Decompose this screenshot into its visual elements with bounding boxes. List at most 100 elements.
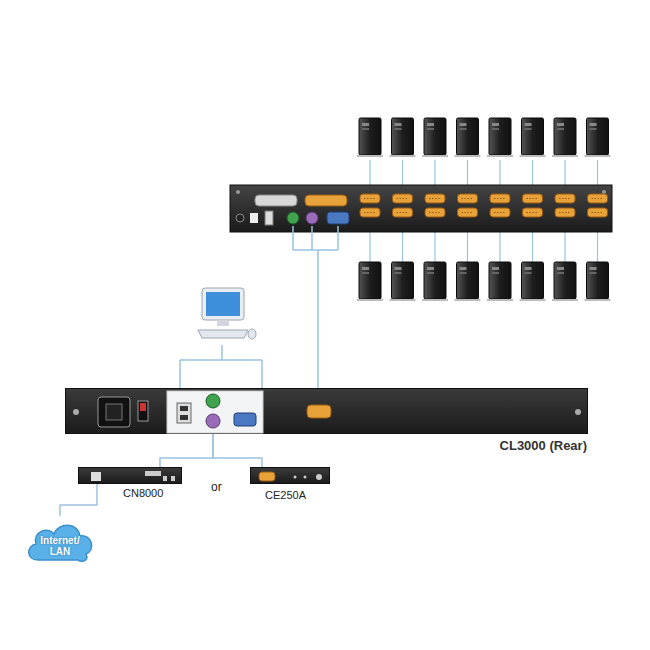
pc-base [455,155,481,157]
pc-tower [554,118,576,155]
pc-base [390,155,416,157]
device-label: CN8000 [123,487,163,499]
pc-base [357,299,383,301]
drive-bay [362,267,369,270]
pc-cable [564,232,565,262]
db-port [425,194,445,203]
drive-bay [460,267,467,270]
node-detail [251,468,331,485]
cloud-shape [29,525,92,561]
device: CE250A [250,467,330,484]
pc-tower [392,262,414,299]
port-pins [494,198,506,199]
led [304,476,307,479]
port-pins [462,198,474,199]
pc-cable [597,232,598,262]
led [294,476,297,479]
db25-port [255,195,297,206]
console-area [167,391,263,433]
screw [73,409,79,415]
drive-bay [362,272,369,274]
db-port [425,208,445,217]
drive-bay [590,123,597,126]
pc-base [487,155,513,157]
port [171,476,175,481]
usb-port [177,403,191,423]
vga-port [327,212,349,224]
pc-tower [522,118,544,155]
drive-bay [362,128,369,130]
drive-bay [395,128,402,130]
mouse [248,329,256,339]
vga-port [234,413,256,426]
screw [575,409,581,415]
db-port [555,194,575,203]
ps2-port [206,394,220,408]
pc-base [455,299,481,301]
pc-cable [467,232,468,262]
db-port [588,194,608,203]
port-pins [462,212,474,213]
pc-base [357,155,383,157]
db-port [490,194,510,203]
drive-bay [492,128,499,130]
port-pins [364,212,376,213]
pc-base [552,155,578,157]
pc-base [390,299,416,301]
console-cable [180,345,262,388]
port-pins [429,198,441,199]
connector [213,434,262,467]
port-pins [559,212,571,213]
monitor [202,288,244,320]
drive-bay [427,123,434,126]
usb-slot [180,406,188,411]
monitor-icon [198,288,256,339]
drive-bay [557,267,564,270]
pc-tower [587,262,609,299]
connector [60,484,97,516]
drive-bay [395,272,402,274]
cloud: Internet/ LAN [24,516,96,564]
pc-cable [434,232,435,262]
pc-base [422,155,448,157]
power-jack [236,214,244,222]
port [163,476,167,481]
panel-rear: CL3000 (Rear) [65,388,588,434]
drive-bay [557,272,564,274]
pc-tower [457,118,479,155]
note-label: or [211,480,222,494]
power-socket [106,404,122,420]
drive-bay [525,267,532,270]
pc-cable [402,232,403,262]
drive-bay [557,128,564,130]
pc-tower [489,118,511,155]
drive-bay [557,123,564,126]
pc-cable [532,232,533,262]
db25-port [305,195,347,206]
db-port [360,208,380,217]
pc-base [585,299,611,301]
port-pins [592,198,604,199]
drive-bay [460,123,467,126]
jack [316,474,322,480]
port-pins [364,198,376,199]
db-port [393,194,413,203]
db-port [523,194,543,203]
cloud-label: Internet/ LAN [36,535,84,557]
drive-bay [395,123,402,126]
pc-tower [457,262,479,299]
power-switch [138,401,148,421]
drive-bay [427,267,434,270]
device: CN8000 [78,467,182,484]
screen [206,292,240,316]
drive-bay [492,267,499,270]
drive-bay [590,128,597,130]
port-pins [397,212,409,213]
port-pins [559,198,571,199]
ps2-port [206,414,220,428]
drive-bay [427,272,434,274]
pc-base [520,299,546,301]
pc-tower [489,262,511,299]
